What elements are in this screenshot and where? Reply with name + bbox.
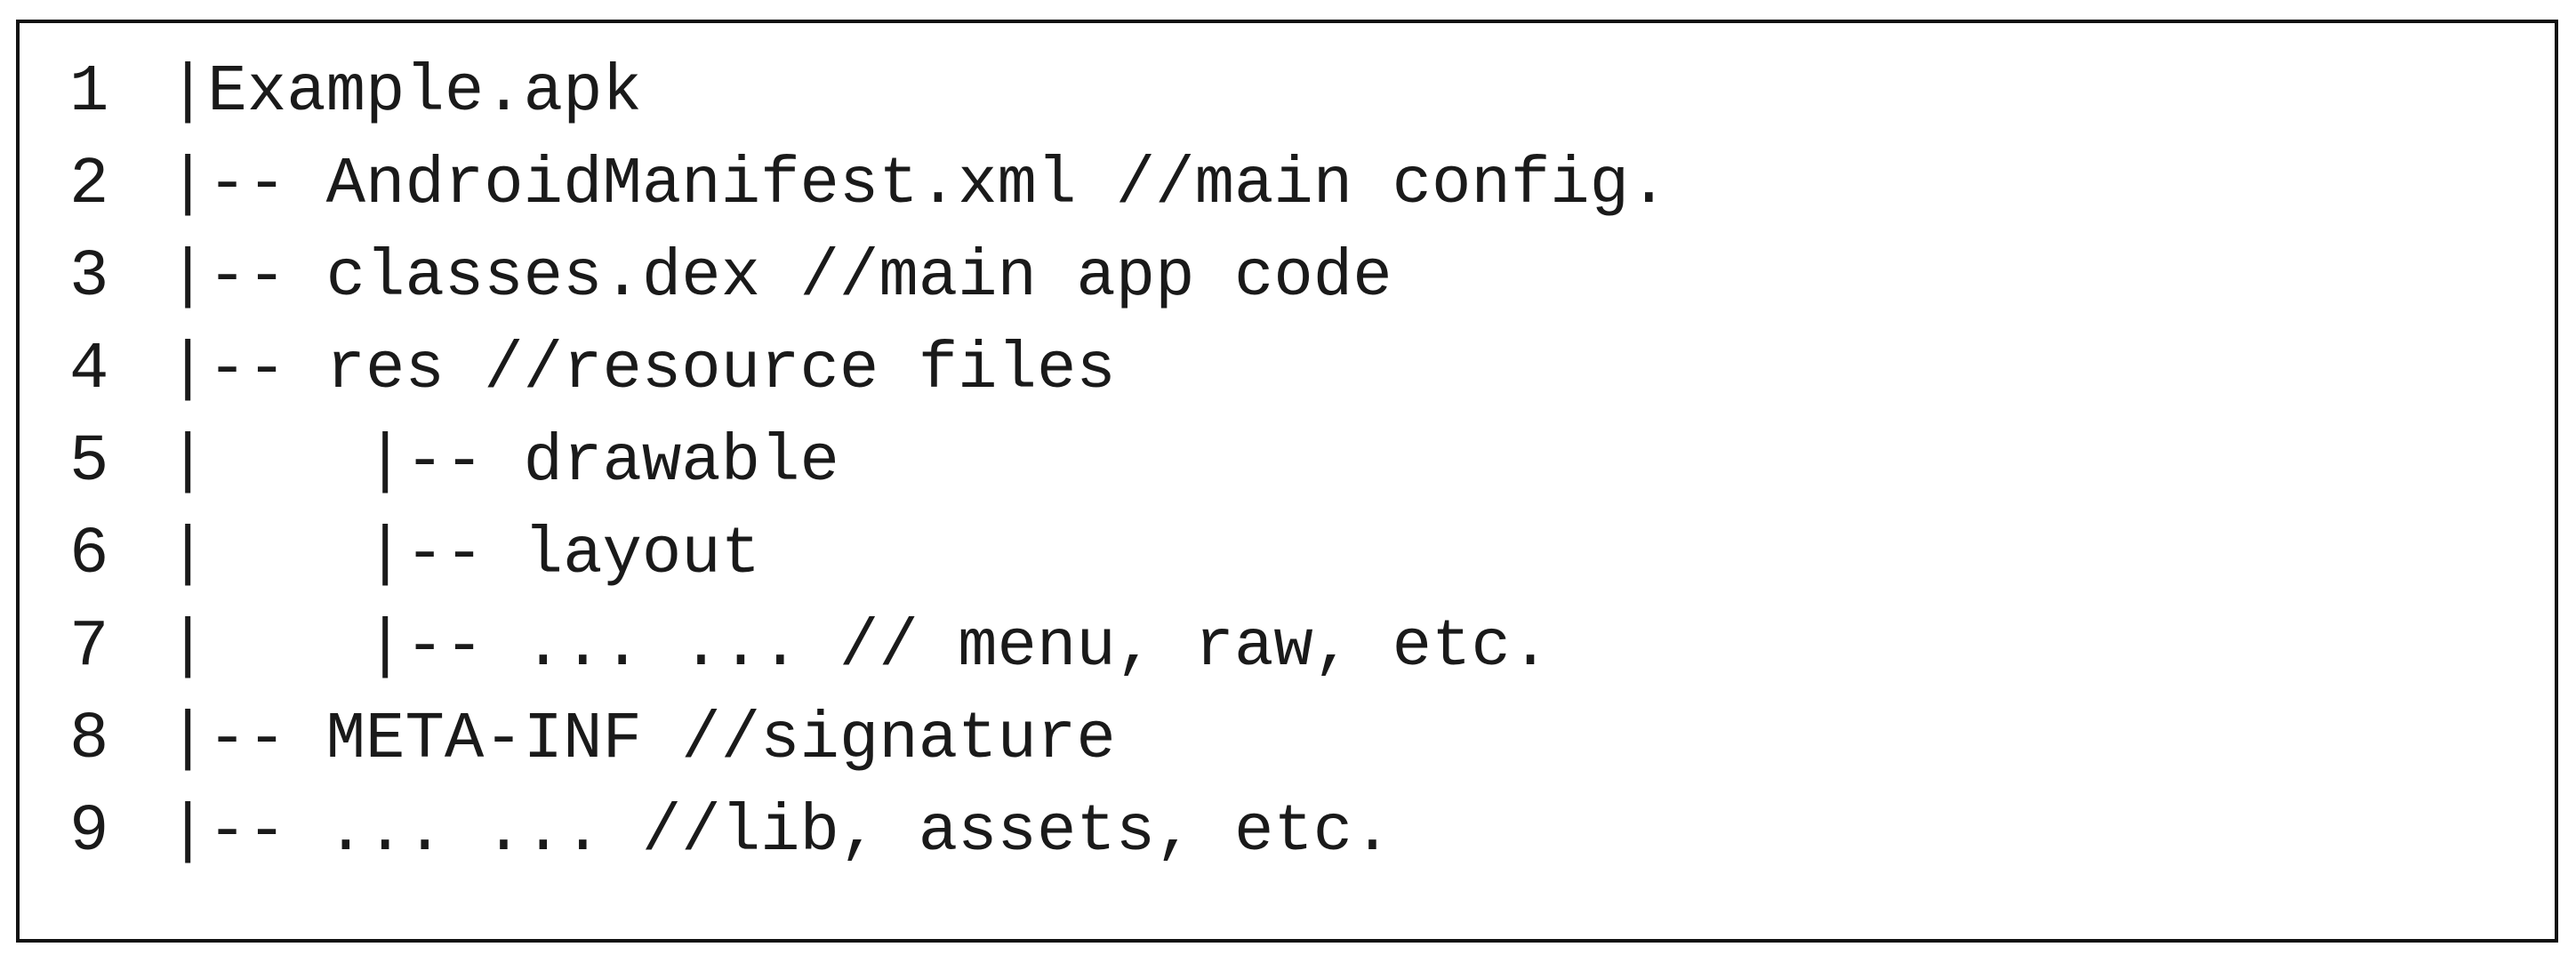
line-text: |-- META-INF //signature [168, 702, 1116, 777]
code-line: 3 |-- classes.dex //main app code [69, 231, 1668, 324]
code-line: 7 | |-- ... ... // menu, raw, etc. [69, 601, 1668, 694]
line-text: | |-- layout [168, 518, 761, 592]
line-text: |-- ... ... //lib, assets, etc. [168, 795, 1392, 870]
line-number: 1 [69, 55, 109, 130]
code-line: 9 |-- ... ... //lib, assets, etc. [69, 786, 1668, 879]
line-text: |-- AndroidManifest.xml //main config. [168, 148, 1669, 222]
line-number: 3 [69, 240, 109, 315]
code-line: 6 | |-- layout [69, 509, 1668, 601]
line-text: | |-- ... ... // menu, raw, etc. [168, 610, 1551, 685]
code-listing-frame: 1 |Example.apk 2 |-- AndroidManifest.xml /… [16, 20, 2558, 943]
line-number: 2 [69, 148, 109, 222]
code-line: 4 |-- res //resource files [69, 324, 1668, 416]
code-line: 8 |-- META-INF //signature [69, 694, 1668, 786]
line-text: |-- res //resource files [168, 333, 1116, 407]
line-number: 7 [69, 610, 109, 685]
line-number: 5 [69, 425, 109, 500]
line-text: |Example.apk [168, 55, 642, 130]
code-line: 5 | |-- drawable [69, 416, 1668, 509]
code-listing: 1 |Example.apk 2 |-- AndroidManifest.xml /… [69, 46, 1668, 879]
code-line: 1 |Example.apk [69, 46, 1668, 139]
line-number: 4 [69, 333, 109, 407]
line-number: 6 [69, 518, 109, 592]
code-line: 2 |-- AndroidManifest.xml //main config. [69, 139, 1668, 231]
line-text: |-- classes.dex //main app code [168, 240, 1392, 315]
line-number: 8 [69, 702, 109, 777]
line-number: 9 [69, 795, 109, 870]
line-text: | |-- drawable [168, 425, 839, 500]
